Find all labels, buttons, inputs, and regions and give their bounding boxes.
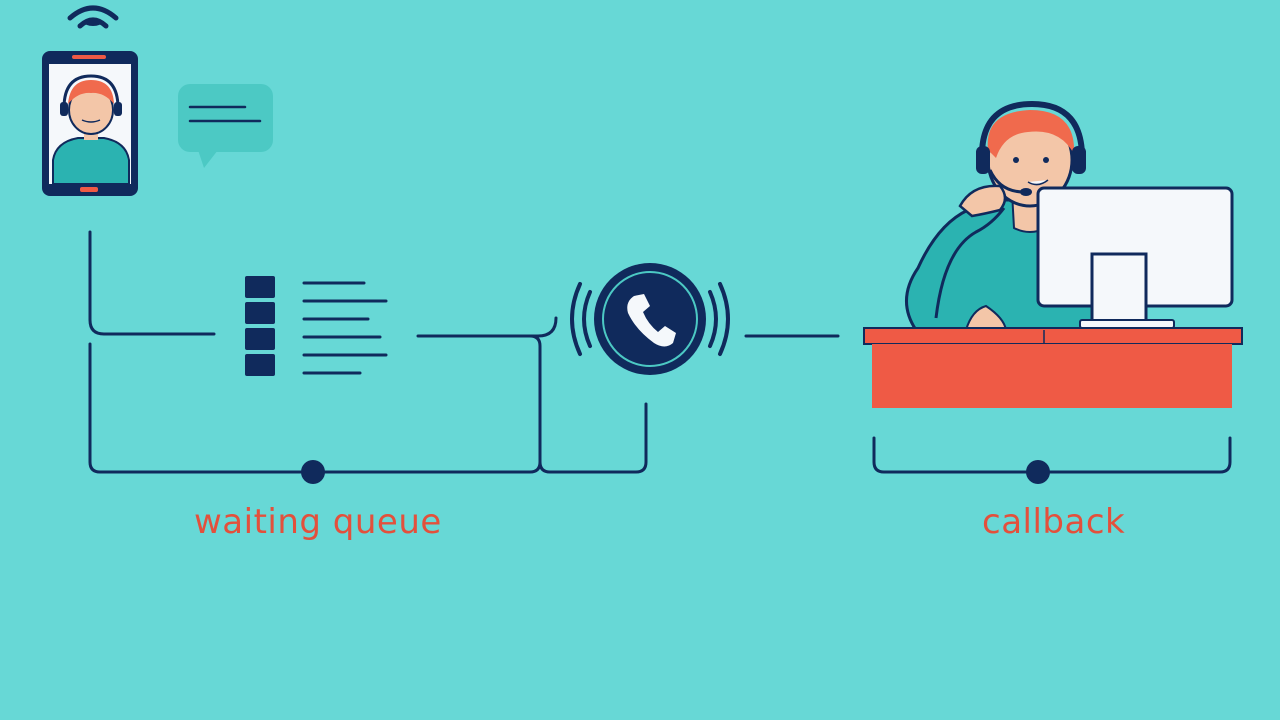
flow-connector-lines <box>88 230 1232 474</box>
desk <box>863 327 1243 408</box>
chat-bubble-icon <box>178 84 273 168</box>
callback-bracket-dot <box>1026 460 1050 484</box>
ringing-phone-icon <box>570 263 730 375</box>
smartphone-icon <box>42 51 138 196</box>
queue-bracket-dot <box>301 460 325 484</box>
computer-monitor <box>1036 186 1234 329</box>
callback-label: callback <box>982 502 1126 542</box>
waiting-queue-label: waiting queue <box>194 502 442 542</box>
wifi-signal-icon <box>67 5 119 29</box>
queue-list-icon <box>245 276 388 376</box>
caller-avatar <box>52 74 130 185</box>
